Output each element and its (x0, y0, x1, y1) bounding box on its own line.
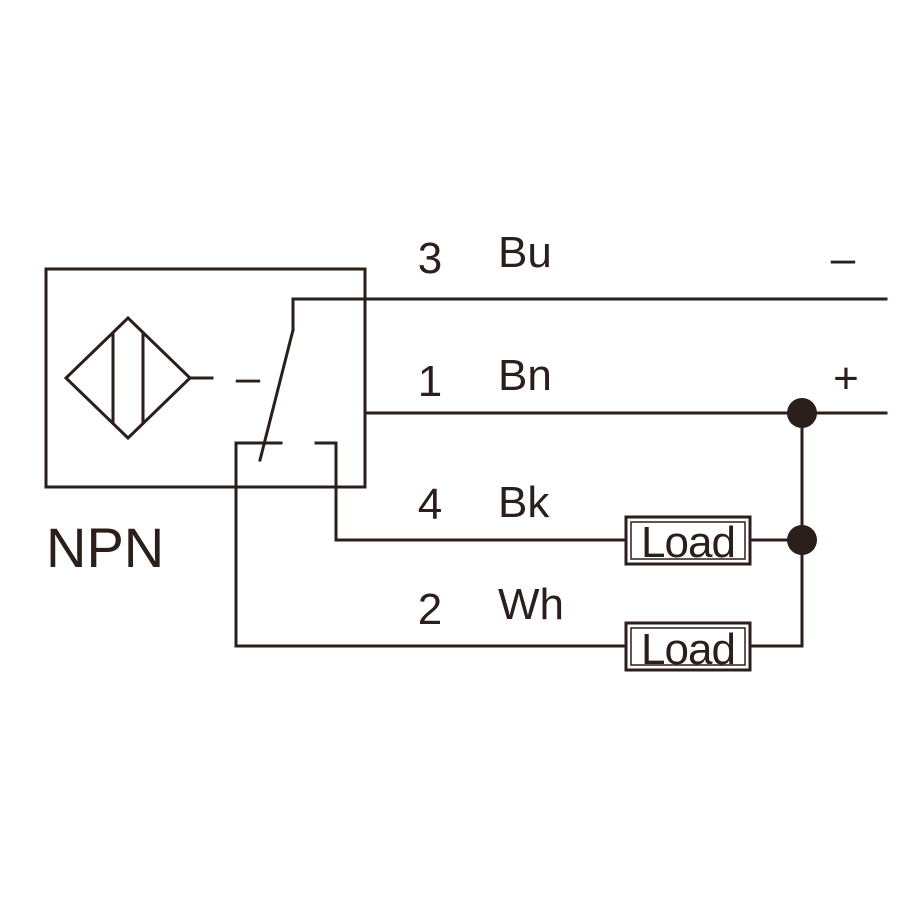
wire-white (234, 485, 628, 648)
wire-number: 1 (418, 357, 442, 406)
polarity-positive: + (833, 354, 859, 403)
wire-color-code: Bn (498, 351, 552, 400)
load-label: Load (641, 625, 735, 674)
wire-color-code: Bk (498, 478, 550, 527)
load-label: Load (641, 518, 735, 567)
inductive-sensor-symbol-icon (63, 315, 214, 441)
wire-color-code: Bu (498, 228, 552, 277)
load-white: Load (624, 621, 752, 674)
wire-number: 3 (418, 234, 442, 283)
sensor-minus-mark: – (236, 353, 261, 402)
polarity-negative: – (831, 234, 856, 283)
sensor-type-label: NPN (46, 516, 164, 579)
wire-number: 4 (418, 480, 442, 529)
junction-dot-icon (787, 398, 817, 428)
switch-contact-icon (234, 297, 888, 542)
wire-number: 2 (418, 585, 442, 634)
load-black: Load (624, 515, 752, 567)
supply-bus (748, 411, 804, 648)
junction-dot-icon (787, 525, 817, 555)
wire-color-code: Wh (498, 580, 564, 629)
sensor-housing (44, 267, 367, 489)
